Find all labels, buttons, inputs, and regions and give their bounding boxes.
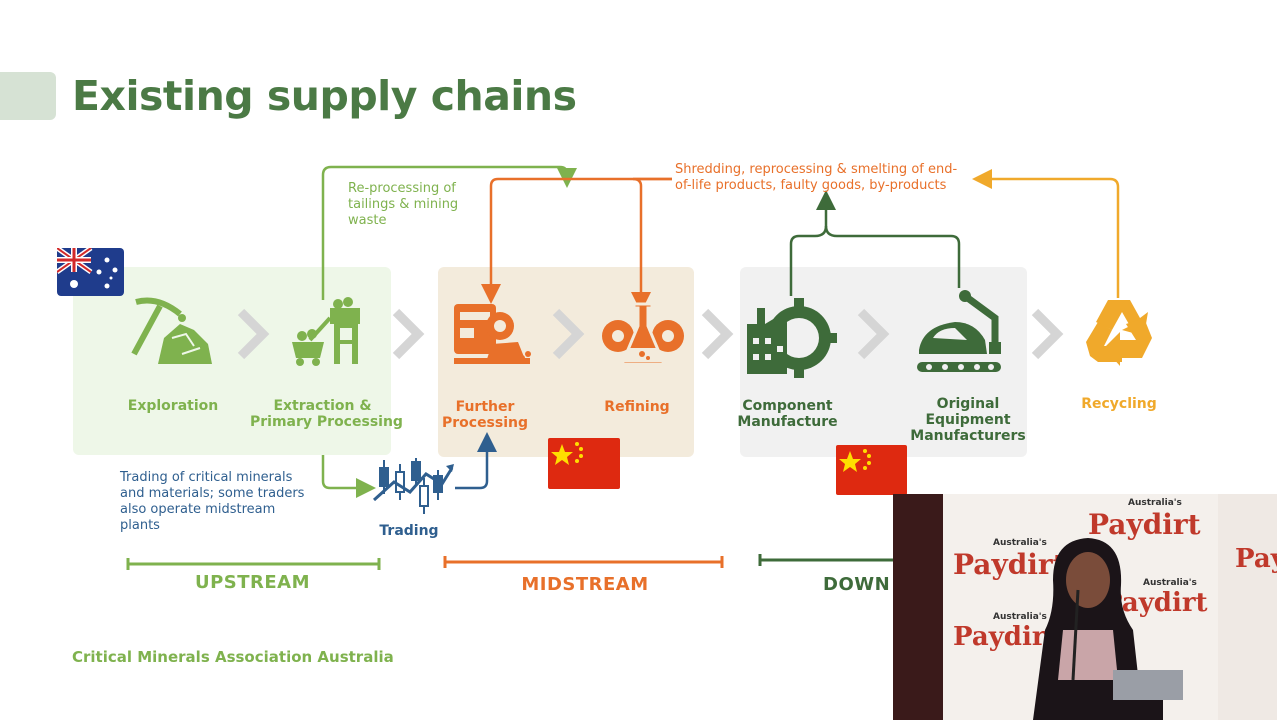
paydirt-logo: Paydirt xyxy=(1235,544,1277,574)
slide-title: Existing supply chains xyxy=(72,72,577,120)
curtain-left xyxy=(893,494,943,720)
stage-extraction-label: Extraction &Primary Processing xyxy=(250,398,403,430)
segment-midstream-label: MIDSTREAM xyxy=(521,574,649,595)
trading-chart-icon xyxy=(372,458,454,514)
slide-footer: Critical Minerals Association Australia xyxy=(72,648,394,666)
shredding-to-further-arrow xyxy=(481,177,672,304)
stage-recycling-label: Recycling xyxy=(1081,396,1157,412)
chevron-2 xyxy=(392,308,425,360)
chevron-3 xyxy=(552,308,585,360)
processing-machine-icon xyxy=(454,304,531,364)
stage-trading-label: Trading xyxy=(379,523,439,539)
title-accent-bar xyxy=(0,72,56,120)
shredding-note: Shredding, reprocessing & smelting of en… xyxy=(675,162,958,193)
trading-to-further-arrow xyxy=(455,432,497,490)
robot-arm-car-icon xyxy=(917,290,1001,372)
china-flag-icon xyxy=(548,438,620,489)
mine-cart-icon xyxy=(292,297,360,366)
chevron-1 xyxy=(237,308,270,360)
stage-refining-label: Refining xyxy=(604,399,670,415)
recycling-return-arrow xyxy=(972,169,1120,298)
refining-gear-flask-icon xyxy=(602,302,684,366)
factory-gear-icon xyxy=(747,298,837,378)
australia-flag-icon xyxy=(57,248,124,296)
reprocessing-arrow xyxy=(321,165,577,300)
chevron-4 xyxy=(701,308,734,360)
segment-downstream-label: DOWN xyxy=(823,574,891,595)
pickaxe-rocks-icon xyxy=(131,297,212,364)
segment-upstream-label: UPSTREAM xyxy=(194,572,311,593)
recycling-icon xyxy=(1086,300,1152,366)
downstream-waste-arrow xyxy=(789,190,836,296)
stage-exploration-label: Exploration xyxy=(127,398,219,414)
extraction-to-trading-arrow xyxy=(321,455,376,498)
chevron-6 xyxy=(1031,308,1064,360)
chevron-5 xyxy=(857,308,890,360)
presenter-figure xyxy=(1033,538,1183,720)
china-flag-icon xyxy=(836,445,907,495)
backdrop-right xyxy=(1218,494,1277,720)
shredding-to-refining-arrow xyxy=(631,177,672,312)
